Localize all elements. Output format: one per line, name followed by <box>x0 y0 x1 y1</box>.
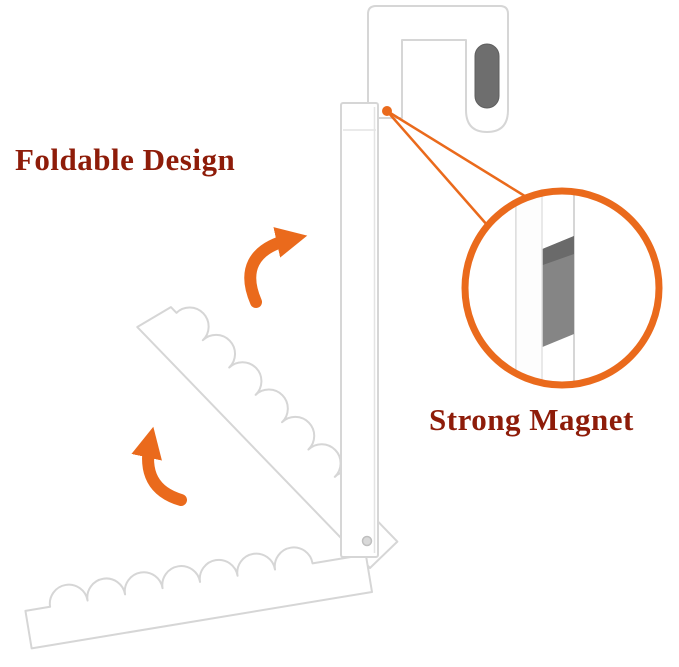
closeup-channel-shadow <box>540 236 574 348</box>
closeup-magnet-recess <box>540 236 574 266</box>
pivot-screw <box>361 535 373 547</box>
magnifier-circle-icon <box>461 187 663 389</box>
fold-arrow-lower-icon <box>131 426 187 506</box>
door-hook <box>367 5 509 133</box>
magnifier-line-lower <box>386 110 489 227</box>
magnet-dot-icon <box>382 106 392 116</box>
hook-slot <box>474 43 500 109</box>
hanger-bar <box>340 102 379 558</box>
foldable-design-label: Foldable Design <box>15 142 236 177</box>
strong-magnet-label: Strong Magnet <box>429 402 634 437</box>
folded-arm <box>136 306 399 569</box>
extended-arm <box>24 546 373 650</box>
fold-arrow-upper-icon <box>244 227 308 308</box>
closeup-front-face <box>515 194 543 382</box>
magnet-closeup <box>515 194 575 382</box>
magnifier-line-upper <box>386 109 529 200</box>
